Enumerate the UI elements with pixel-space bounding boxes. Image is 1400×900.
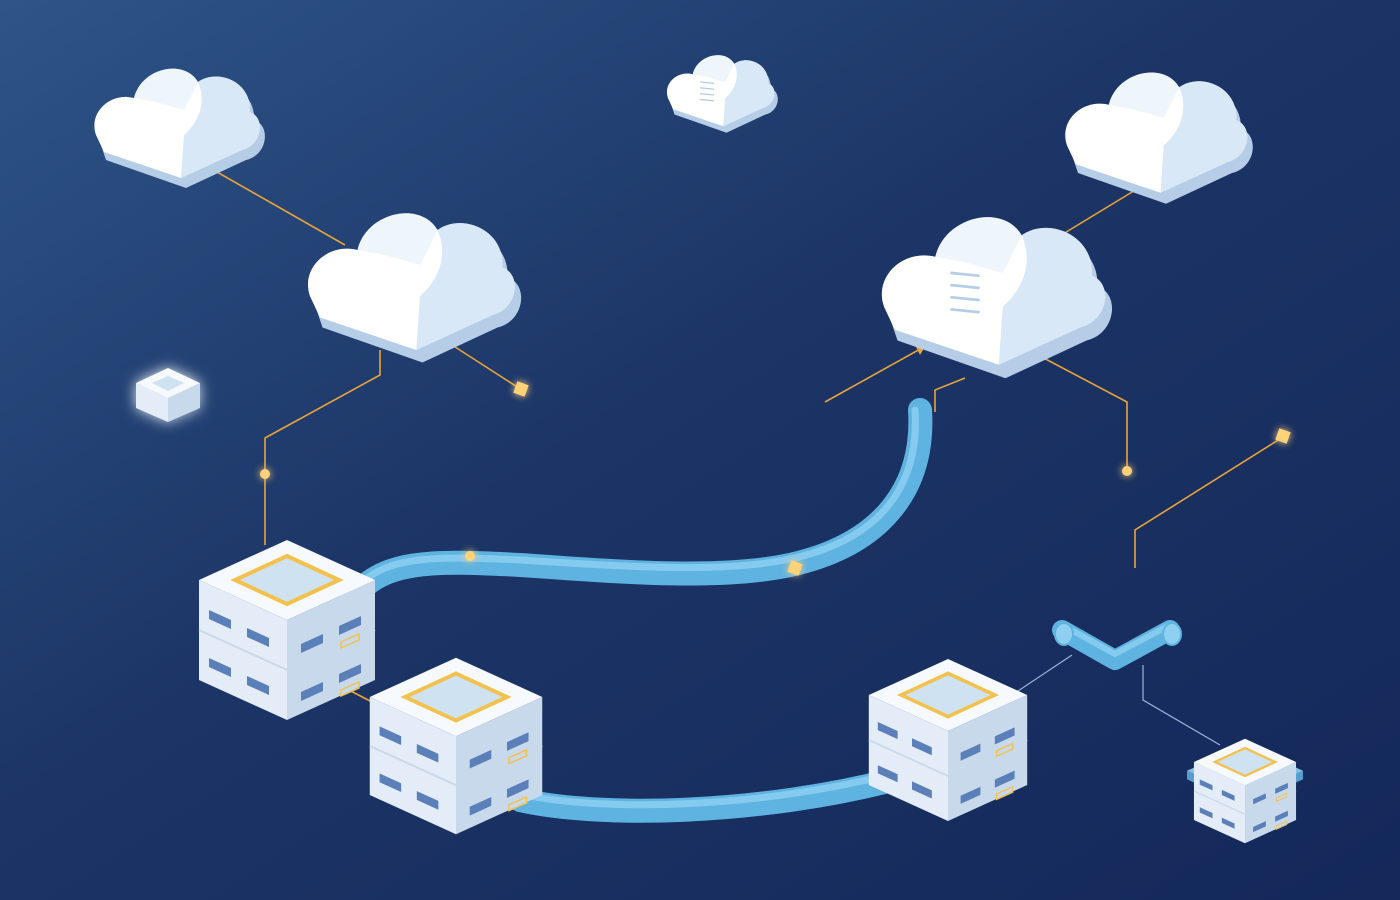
thin-wire <box>1142 665 1221 746</box>
connector-node-icon <box>513 381 529 397</box>
cloud-icon <box>307 213 522 363</box>
cloud-icon <box>94 68 265 189</box>
cable-tube <box>340 398 933 823</box>
server-icon <box>369 657 543 835</box>
connector-line <box>1037 354 1128 470</box>
server-icon <box>198 540 376 720</box>
thin-wire <box>1011 654 1073 696</box>
connector-line <box>209 167 346 246</box>
data-cube-icon <box>136 368 200 422</box>
connector-line <box>824 347 923 403</box>
connector-node-icon <box>1122 466 1132 476</box>
connector-node-icon <box>465 551 475 561</box>
cloud-icon <box>881 217 1113 379</box>
connector-node-icon <box>260 469 270 479</box>
connector-line <box>1134 436 1284 568</box>
connector-line <box>934 377 966 412</box>
server-icon <box>868 659 1028 821</box>
connector-line <box>1057 185 1143 238</box>
connector-node-icon <box>787 560 803 576</box>
connector-line <box>451 344 523 391</box>
cloud-icon <box>666 55 778 133</box>
connector-node-icon <box>1275 428 1291 444</box>
thin-wires <box>1011 654 1221 746</box>
server-icon <box>1187 738 1303 844</box>
pipe-elbow-icon <box>1052 620 1182 670</box>
cloud-icon <box>1065 72 1253 204</box>
connector-line <box>264 350 381 545</box>
glow-nodes <box>260 381 1291 576</box>
